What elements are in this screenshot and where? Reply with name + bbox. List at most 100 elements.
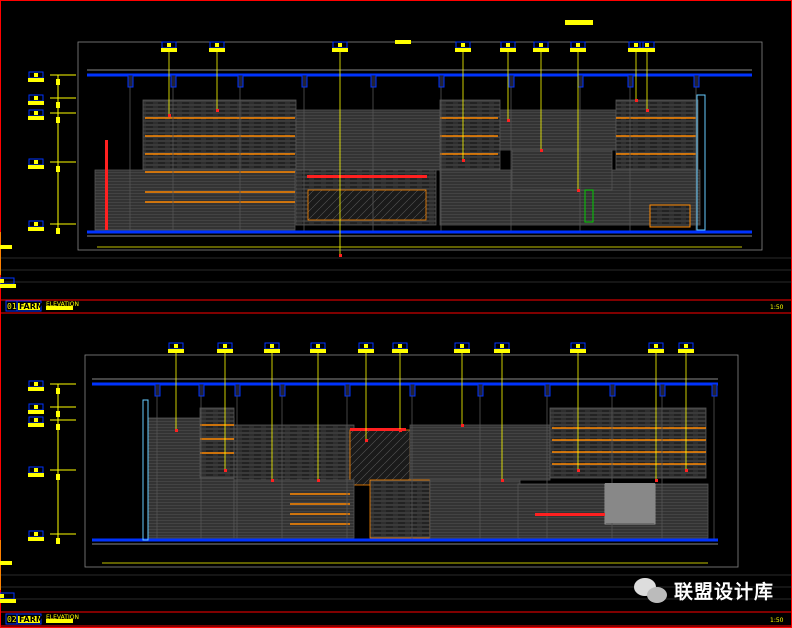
wall-panel bbox=[199, 407, 235, 479]
callout-point bbox=[462, 159, 465, 162]
wall-panel bbox=[429, 479, 521, 539]
dimension-tag-dot bbox=[34, 418, 38, 422]
callout-point bbox=[461, 424, 464, 427]
callout-point bbox=[577, 469, 580, 472]
wall-panel bbox=[369, 479, 431, 539]
accent bbox=[307, 175, 427, 178]
callout-point bbox=[501, 479, 504, 482]
ceiling-beam bbox=[409, 383, 416, 397]
dimension-tag-dot bbox=[576, 344, 580, 348]
dimension-value bbox=[0, 245, 12, 249]
dimension-tag-dot bbox=[645, 43, 649, 47]
title-marker bbox=[565, 20, 593, 25]
wall-panel bbox=[233, 424, 355, 481]
watermark: 联盟设计库 bbox=[634, 577, 774, 604]
dimension-tag-label bbox=[28, 116, 44, 120]
callout-point bbox=[399, 429, 402, 432]
watermark-text: 联盟设计库 bbox=[674, 581, 775, 603]
dimension-tag-label bbox=[392, 349, 408, 353]
ceiling-beam bbox=[627, 74, 634, 88]
dimension-tag-label bbox=[500, 48, 516, 52]
view-scale: 1:50 bbox=[770, 304, 784, 311]
dimension-tag-dot bbox=[34, 73, 38, 77]
dimension-tag-dot bbox=[34, 468, 38, 472]
view-scale: 1:50 bbox=[770, 617, 784, 624]
dimension-tag-label bbox=[168, 349, 184, 353]
dimension-tag-dot bbox=[364, 344, 368, 348]
wall-panel bbox=[94, 169, 296, 231]
wall-panel bbox=[511, 149, 613, 191]
ceiling-beam bbox=[198, 383, 205, 397]
callout-point bbox=[175, 429, 178, 432]
accent bbox=[105, 140, 108, 230]
glass-partition bbox=[142, 399, 149, 541]
dimension-tag-label bbox=[332, 48, 348, 52]
dimension-tag-label bbox=[28, 227, 44, 231]
dimension-tag-label bbox=[28, 537, 44, 541]
accent bbox=[535, 513, 655, 516]
wall-panel bbox=[499, 109, 617, 151]
ceiling-beam bbox=[344, 383, 351, 397]
ceiling-beam bbox=[477, 383, 484, 397]
elevation-01 bbox=[0, 20, 792, 288]
title-bar-02: 02 FARM ELEVATION 1:50 bbox=[0, 611, 792, 627]
cabinet bbox=[649, 204, 691, 228]
view-title: FARM bbox=[19, 302, 44, 311]
dimension-tag-dot bbox=[461, 43, 465, 47]
title-bar-01: 01 FARM ELEVATION 1:50 bbox=[0, 299, 792, 314]
callout-point bbox=[271, 479, 274, 482]
callout-point bbox=[577, 189, 580, 192]
view-subtitle: ELEVATION bbox=[46, 614, 79, 621]
ceiling-beam bbox=[279, 383, 286, 397]
dimension-tag-label bbox=[28, 473, 44, 477]
ceiling-beam bbox=[170, 74, 177, 88]
dimension-tag-label bbox=[209, 48, 225, 52]
dimension-tag-label bbox=[678, 349, 694, 353]
ceiling-beam bbox=[609, 383, 616, 397]
ceiling-beam bbox=[693, 74, 700, 88]
dimension-text bbox=[56, 388, 60, 394]
wall-panel bbox=[349, 429, 411, 486]
ceiling-beam bbox=[544, 383, 551, 397]
dimension-tag-dot bbox=[0, 594, 4, 598]
glass-partition bbox=[696, 94, 706, 231]
dimension-tag-label bbox=[494, 349, 510, 353]
dimension-tag-dot bbox=[316, 344, 320, 348]
dimension-tag-dot bbox=[460, 344, 464, 348]
callout-point bbox=[224, 469, 227, 472]
ceiling-beam bbox=[438, 74, 445, 88]
dimension-tag-dot bbox=[576, 43, 580, 47]
dimension-text bbox=[56, 117, 60, 123]
ceiling-beam bbox=[154, 383, 161, 397]
dimension-tag-label bbox=[648, 349, 664, 353]
dimension-tag-dot bbox=[34, 160, 38, 164]
view-title: FARM bbox=[19, 615, 44, 624]
dimension-tag-dot bbox=[215, 43, 219, 47]
dimension-tag-dot bbox=[654, 344, 658, 348]
wall-panel bbox=[295, 109, 441, 171]
dimension-tag-label bbox=[628, 48, 644, 52]
ceiling-beam bbox=[577, 74, 584, 88]
dimension-tag-label bbox=[264, 349, 280, 353]
dimension-value bbox=[0, 561, 12, 565]
elevation-02 bbox=[0, 342, 792, 603]
callout-point bbox=[655, 479, 658, 482]
dimension-tag-label bbox=[28, 410, 44, 414]
dimension-tag-label bbox=[0, 599, 16, 603]
wechat-icon bbox=[634, 577, 668, 604]
callout-point bbox=[339, 254, 342, 257]
callout-point bbox=[317, 479, 320, 482]
dimension-text bbox=[56, 424, 60, 430]
display-board bbox=[605, 483, 655, 523]
dimension-tag-dot bbox=[34, 405, 38, 409]
callout-point bbox=[216, 109, 219, 112]
dimension-tag-label bbox=[533, 48, 549, 52]
dimension-tag-label bbox=[358, 349, 374, 353]
view-subtitle: ELEVATION bbox=[46, 301, 79, 308]
wall-panel bbox=[307, 189, 427, 221]
title-marker bbox=[395, 40, 411, 44]
callout-point bbox=[646, 109, 649, 112]
view-frame bbox=[77, 41, 763, 251]
callout-point bbox=[685, 469, 688, 472]
